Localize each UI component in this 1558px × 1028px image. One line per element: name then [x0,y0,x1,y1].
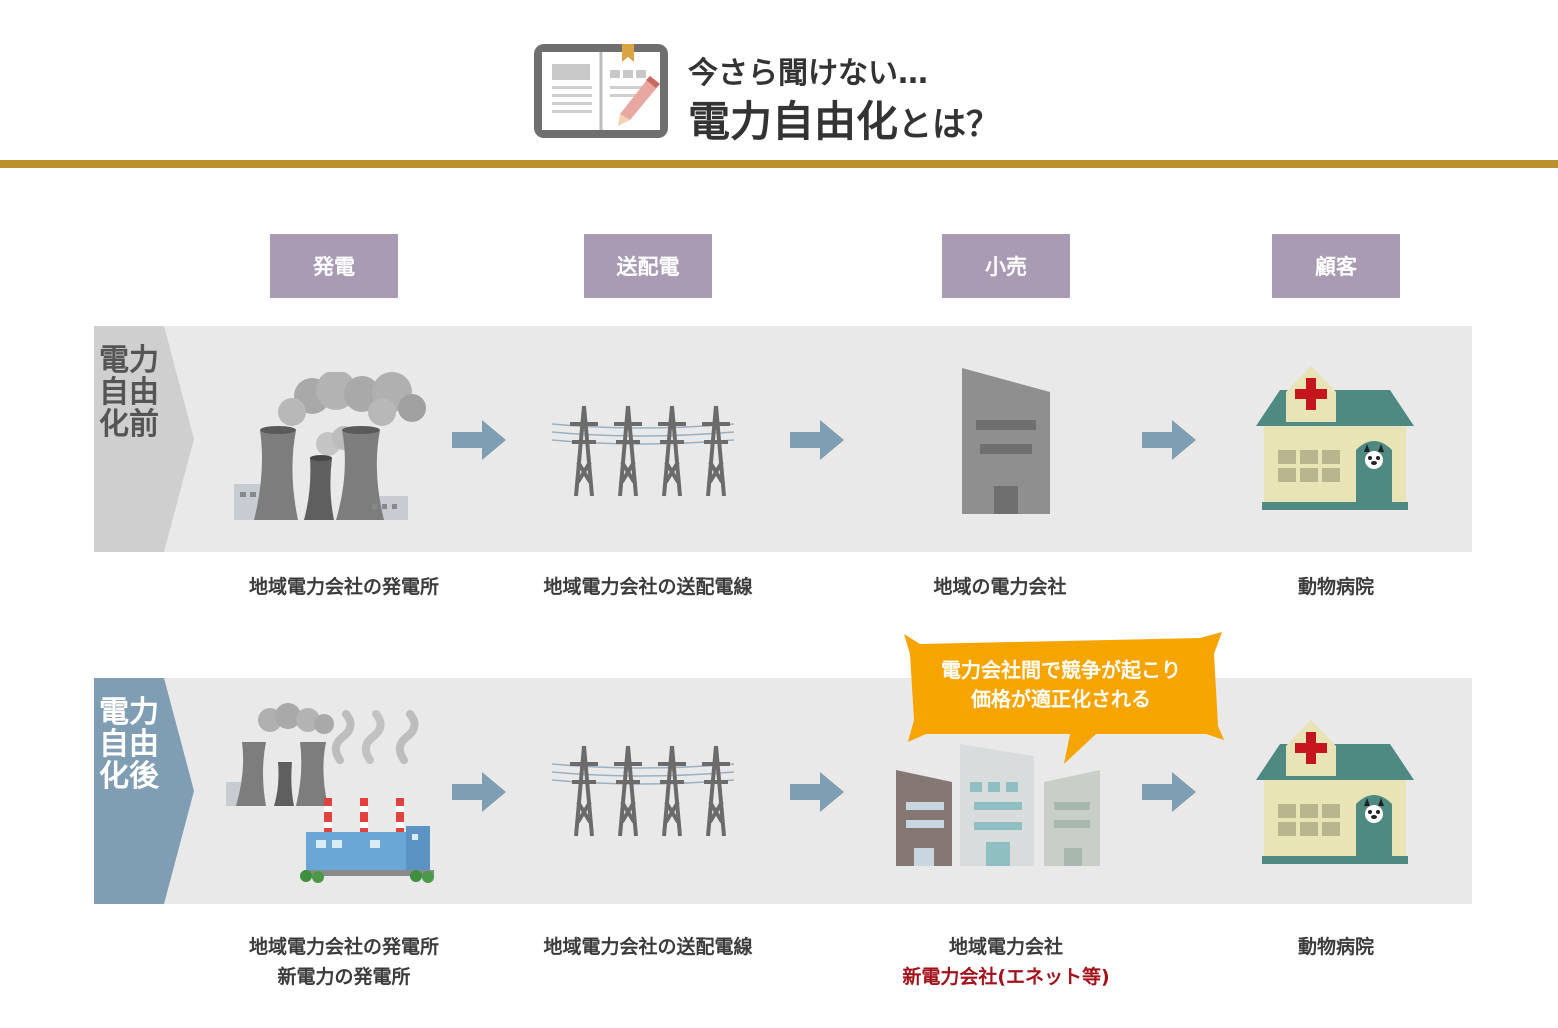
callout-line: 価格が適正化される [971,687,1151,711]
multiple-office-buildings-icon [894,738,1106,868]
page-title: 電力自由化とは？ [688,88,1000,149]
before-row-label: 電力自由化前 [99,343,159,442]
caption-line: 新電力の発電所 [277,966,411,988]
caption-line: 地域電力会社の送配電線 [543,936,753,958]
caption-line-highlight: 新電力会社(エネット等) [902,966,1110,988]
flow-arrow-icon [790,420,846,460]
caption-after-transmission: 地域電力会社の送配電線 [498,932,798,962]
caption-line: 地域の電力会社 [933,576,1067,598]
column-header-customer: 顧客 [1272,234,1400,298]
flow-arrow-icon [790,772,846,812]
flow-arrow-icon [1142,772,1198,812]
callout-line: 電力会社間で競争が起こり [941,658,1181,682]
after-row-label: 電力自由化後 [99,695,159,794]
caption-after-customer: 動物病院 [1186,932,1486,962]
caption-line: 地域電力会社の発電所 [248,576,439,598]
power-plants-combined-icon [220,700,440,884]
before-row-label-tab [94,326,194,552]
caption-line: 動物病院 [1297,576,1374,598]
caption-before-transmission: 地域電力会社の送配電線 [498,572,798,602]
animal-hospital-icon [1256,718,1414,868]
flow-arrow-icon [452,420,508,460]
office-building-icon [960,366,1052,516]
column-header-retail: 小売 [942,234,1070,298]
caption-before-generation: 地域電力会社の発電所 [194,572,494,602]
flow-arrow-icon [452,772,508,812]
title-suffix-text: とは？ [898,105,1001,145]
caption-before-customer: 動物病院 [1186,572,1486,602]
callout-text: 電力会社間で競争が起こり 価格が適正化される [916,656,1206,714]
callout-bubble [900,630,1226,766]
book-pencil-icon [534,44,668,138]
column-header-generation: 発電 [270,234,398,298]
header-divider [0,160,1558,168]
caption-after-generation: 地域電力会社の発電所 新電力の発電所 [194,932,494,992]
header-subtitle: 今さら聞けない… [688,56,928,91]
after-row-label-tab [94,678,194,904]
caption-line: 動物病院 [1297,936,1374,958]
caption-after-retail: 地域電力会社 新電力会社(エネット等) [856,932,1156,992]
power-plant-icon [232,372,432,522]
caption-line: 地域電力会社の発電所 [248,936,439,958]
transmission-tower-icon [548,402,738,502]
flow-arrow-icon [1142,420,1198,460]
title-main-text: 電力自由化 [688,97,899,146]
transmission-tower-icon [548,742,738,842]
caption-before-retail: 地域の電力会社 [850,572,1150,602]
caption-line: 地域電力会社の送配電線 [543,576,753,598]
column-header-transmission: 送配電 [584,234,712,298]
animal-hospital-icon [1256,364,1414,514]
caption-line: 地域電力会社 [948,936,1063,958]
